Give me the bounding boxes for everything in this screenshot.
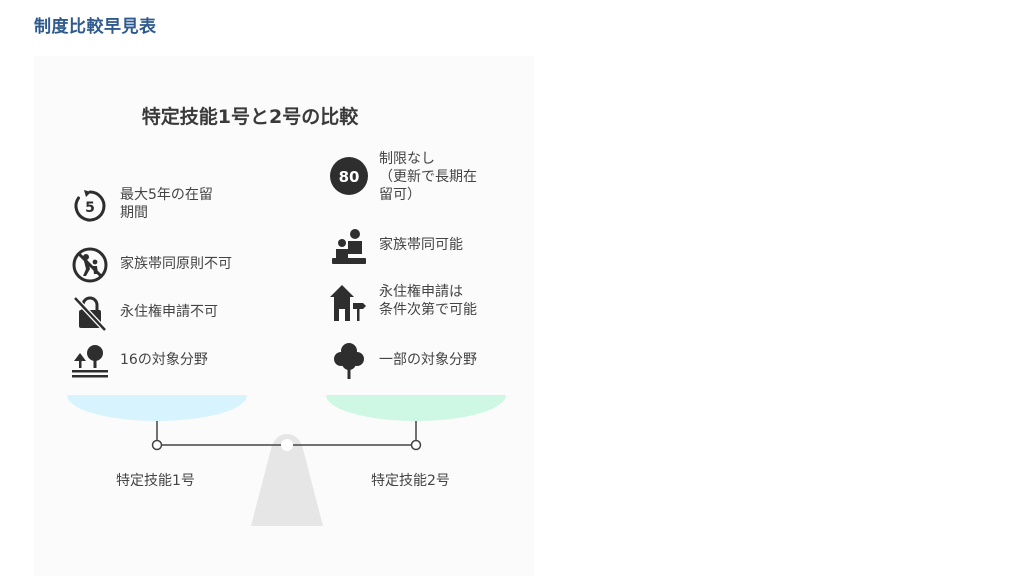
left-item-fields-label: 16の対象分野 xyxy=(120,352,208,368)
diagram-title: 特定技能1号と2号の比較 xyxy=(141,106,359,128)
right-item-fields: 一部の対象分野 xyxy=(329,341,477,381)
right-item-duration: 80 制限なし （更新で長期在 留可） xyxy=(329,150,477,204)
family-icon xyxy=(329,226,369,266)
left-item-residency: 永住権申請不可 xyxy=(70,293,218,333)
left-item-family: 家族帯同原則不可 xyxy=(70,245,232,285)
left-item-duration: 5 最大5年の在留 期間 xyxy=(70,186,213,226)
left-item-duration-label: 最大5年の在留 期間 xyxy=(120,187,213,221)
svg-text:5: 5 xyxy=(85,200,95,216)
left-side-label: 特定技能1号 xyxy=(116,473,195,489)
right-beam-joint xyxy=(410,439,422,451)
timer-five-icon: 5 xyxy=(70,186,110,226)
locked-crossed-icon xyxy=(70,293,110,333)
trees-field-icon xyxy=(70,341,110,381)
left-item-fields: 16の対象分野 xyxy=(70,341,208,381)
right-item-family-label: 家族帯同可能 xyxy=(379,237,463,253)
right-side-label: 特定技能2号 xyxy=(371,473,450,489)
right-item-family: 家族帯同可能 xyxy=(329,226,463,266)
eighty-badge-icon: 80 xyxy=(329,156,369,196)
right-item-duration-label: 制限なし （更新で長期在 留可） xyxy=(379,151,477,203)
eighty-badge-text: 80 xyxy=(339,168,360,186)
left-item-family-label: 家族帯同原則不可 xyxy=(120,256,232,272)
tree-icon xyxy=(329,341,369,381)
right-item-residency-label: 永住権申請は 条件次第で可能 xyxy=(379,284,477,318)
fulcrum xyxy=(251,445,323,526)
house-signpost-icon xyxy=(329,283,369,323)
no-family-icon xyxy=(70,245,110,285)
page-heading: 制度比較早見表 xyxy=(34,17,157,37)
right-item-residency: 永住権申請は 条件次第で可能 xyxy=(329,283,477,323)
left-beam-joint xyxy=(151,439,163,451)
pivot xyxy=(281,439,293,451)
right-item-fields-label: 一部の対象分野 xyxy=(379,352,477,368)
left-item-residency-label: 永住権申請不可 xyxy=(120,304,218,320)
